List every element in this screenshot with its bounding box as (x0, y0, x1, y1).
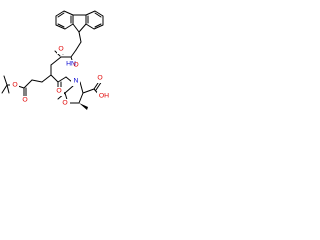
methyl-wedge (79, 103, 88, 110)
ring-o-label: O (62, 100, 67, 107)
tbu-carbonyl-o-label: O (22, 97, 27, 104)
carbamate-ester-o-label: O (58, 46, 63, 53)
carbamate-carbonyl-o-label: O (73, 62, 78, 69)
atom-label-backgrounds (10, 45, 110, 108)
glutamate-backbone (1, 64, 52, 99)
amide-nh-label: HN (66, 61, 76, 68)
acid-oh-label: OH (99, 93, 109, 100)
acid-o-label: O (97, 75, 102, 82)
glu-carbonyl-o-label: O (56, 88, 61, 95)
chemical-structure-diagram: HN O O O O O N O O OH (1, 10, 110, 110)
atom-labels: HN O O O O O N O O OH (12, 46, 109, 107)
ring-n-label: N (74, 78, 79, 85)
fluorenyl-group (55, 10, 104, 33)
fmoc-linker (75, 31, 82, 51)
tbu-ester-o-label: O (12, 82, 17, 89)
